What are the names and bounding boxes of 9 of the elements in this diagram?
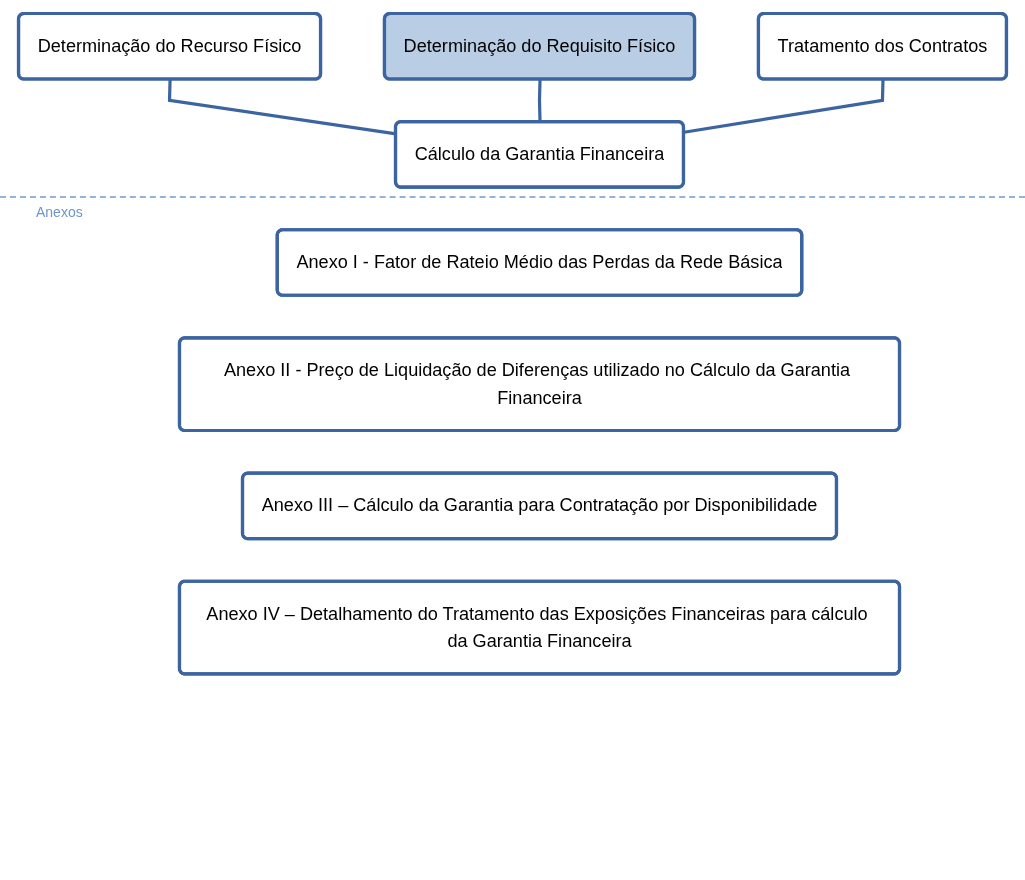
process-box: Anexo II - Preço de Liquidação de Diferenças utilizado no Cálculo da Garantia Financeira [177,336,902,433]
process-box: Anexo I - Fator de Rateio Médio das Perdas da Rede Básica [275,228,804,297]
process-box: Anexo IV – Detalhamento do Tratamento das Exposições Financeiras para cálculo da Garantia Financeira [177,579,902,676]
process-box: Anexo III – Cálculo da Garantia para Contratação por Disponibilidade [240,471,839,541]
process-box: Determinação do Recurso Físico [16,11,323,81]
process-box: Cálculo da Garantia Financeira [393,120,686,189]
process-box: Determinação do Requisito Físico [382,11,697,81]
section-label: Anexos [36,204,83,221]
process-box: Tratamento dos Contratos [756,11,1009,81]
